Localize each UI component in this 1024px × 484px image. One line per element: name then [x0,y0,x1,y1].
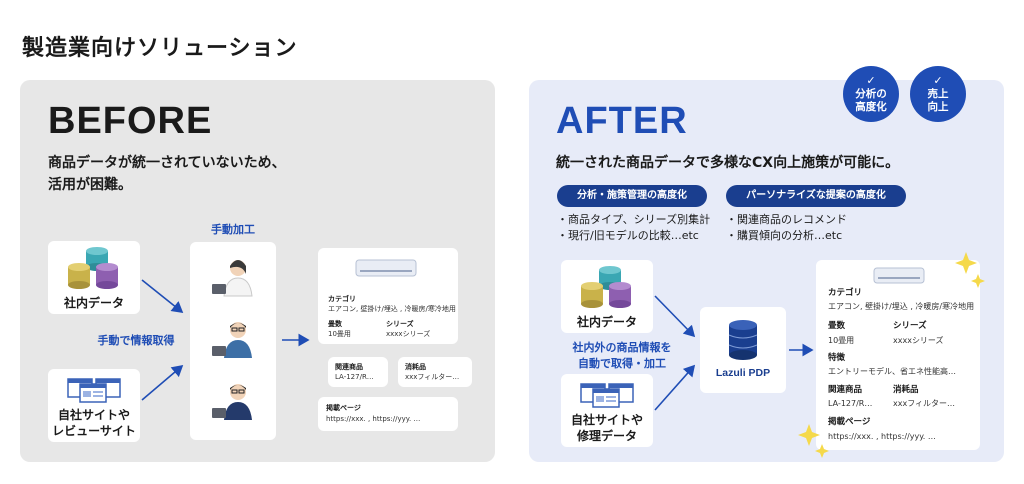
before-category-label: カテゴリ [328,295,356,303]
badge-analysis: ✓ 分析の 高度化 [843,66,899,122]
after-source-web-line2: 修理データ [576,429,637,443]
before-tatami-value: 10畳用 [328,330,351,338]
before-tatami-label: 畳数 [328,320,342,328]
worker-man-suit-icon [212,384,252,420]
db-cylinder-yellow [68,263,90,289]
after-related-label: 関連商品 [828,385,863,395]
after-category-label: カテゴリ [828,288,863,298]
sparkle-icon [955,252,977,274]
after-tatami-value: 10畳用 [828,336,855,345]
after-series-value: xxxxシリーズ [893,336,944,345]
sparkle-icon [815,444,829,458]
after-source-web-label: 自社サイトや 修理データ [561,412,653,444]
pill-personalize-bullets: ・関連商品のレコメンド ・購買傾向の分析…etc [726,212,847,244]
database-stack-icon [581,266,631,308]
after-series-label: シリーズ [893,321,927,331]
after-consumables-label: 消耗品 [893,385,919,395]
after-source-web-line1: 自社サイトや [570,413,643,427]
after-related-value: LA-127/R… [828,399,873,408]
database-icon [728,320,758,360]
arrow-internal-to-pdp [654,295,696,338]
before-pages-value: https://xxx. , https://yyy. … [326,415,421,423]
arrow-internal-to-manual [141,279,184,313]
before-related-value: LA-127/R… [335,373,374,381]
before-lead-line1: 商品データが統一されていないため、 [48,155,286,171]
after-lead: 統一された商品データで多様なCX向上施策が可能に。 [556,155,900,171]
after-category-value: エアコン, 壁掛け/埋込 , 冷暖房/寒冷地用 [828,302,975,311]
after-consumables-value: xxxフィルター… [893,399,956,408]
after-tatami-label: 畳数 [828,321,846,331]
before-consumables-value: xxxフィルター… [405,373,460,381]
before-related-card: 関連商品 LA-127/R… [328,357,388,387]
auto-acquire-line1: 社内外の商品情報を [572,341,672,354]
before-lead: 商品データが統一されていないため、 活用が困難。 [48,152,286,196]
bullet-item: ・現行/旧モデルの比較…etc [557,229,699,242]
worker-woman-icon [212,260,253,297]
before-source-web-label: 自社サイトや レビューサイト [48,407,140,439]
pill-personalize: パーソナライズな提案の高度化 [726,185,906,207]
badge-analysis-line2: 高度化 [855,101,887,113]
before-consumables-card: 消耗品 xxxフィルター… [398,357,472,387]
manual-acquire-label: 手動で情報取得 [97,334,175,347]
badge-analysis-line1: 分析の [855,88,887,100]
bullet-item: ・購買傾向の分析…etc [726,229,843,242]
before-pages-label: 掲載ページ [326,404,361,412]
after-source-web-card: 自社サイトや 修理データ [561,374,653,447]
before-pages-card: 掲載ページ https://xxx. , https://yyy. … [318,397,458,431]
before-source-web-card: 自社サイトや レビューサイト [48,369,140,442]
pill-analysis-bullets: ・商品タイプ、シリーズ別集計 ・現行/旧モデルの比較…etc [557,212,710,244]
bullet-item: ・関連商品のレコメンド [726,213,847,226]
check-icon: ✓ [933,74,943,87]
pdp-card: Lazuli PDP [700,307,786,393]
before-category-value: エアコン, 壁掛け/埋込 , 冷暖房/寒冷地用 [328,305,456,313]
before-source-web-line1: 自社サイトや [57,408,130,422]
db-cylinder-teal [86,247,108,271]
before-heading: BEFORE [48,100,213,142]
database-stack-icon [68,247,118,289]
website-screens-icon [580,383,634,408]
arrow-web-to-pdp [654,364,696,411]
air-conditioner-icon [873,267,925,284]
badge-sales-line2: 向上 [927,101,949,113]
before-source-internal-card: 社内データ [48,241,140,314]
after-source-internal-label: 社内データ [576,315,637,329]
before-source-web-line2: レビューサイト [52,424,136,438]
after-feature-label: 特徴 [828,353,846,363]
bullet-item: ・商品タイプ、シリーズ別集計 [557,213,711,226]
after-feature-value: エントリーモデル、省エネ性能高… [828,367,956,376]
db-cylinder-purple [96,263,118,289]
arrow-web-to-manual [141,364,184,401]
after-pages-value: https://xxx. , https://yyy. … [828,432,936,441]
before-source-internal-label: 社内データ [63,296,124,310]
before-lead-line2: 活用が困難。 [48,177,132,193]
manual-workers-card [190,242,276,440]
check-icon: ✓ [866,74,876,87]
auto-acquire-line2: 自動で取得・加工 [578,357,666,370]
auto-acquire-label: 社内外の商品情報を 自動で取得・加工 [560,340,684,372]
badge-sales: ✓ 売上 向上 [910,66,966,122]
pdp-logo: Lazuli PDP [715,367,771,379]
before-series-label: シリーズ [386,320,414,328]
before-related-label: 関連商品 [335,363,363,371]
badge-sales-line1: 売上 [927,88,949,100]
sparkle-icon [971,274,985,288]
before-consumables-label: 消耗品 [405,363,426,371]
after-source-internal-card: 社内データ [561,260,653,333]
after-pages-label: 掲載ページ [828,417,871,427]
after-product-card: カテゴリ エアコン, 壁掛け/埋込 , 冷暖房/寒冷地用 畳数 10畳用 シリー… [816,260,980,450]
sparkle-icon [798,424,820,446]
before-series-value: xxxxシリーズ [386,330,431,338]
after-heading: AFTER [556,100,688,142]
air-conditioner-icon [355,259,417,277]
manual-process-label: 手動加工 [211,223,255,236]
worker-man-glasses-icon [212,322,252,358]
page-title: 製造業向けソリューション [22,36,298,61]
pill-analysis: 分析・施策管理の高度化 [557,185,707,207]
website-screens-icon [67,378,121,403]
before-product-card: カテゴリ エアコン, 壁掛け/埋込 , 冷暖房/寒冷地用 畳数 10畳用 シリー… [318,248,458,344]
